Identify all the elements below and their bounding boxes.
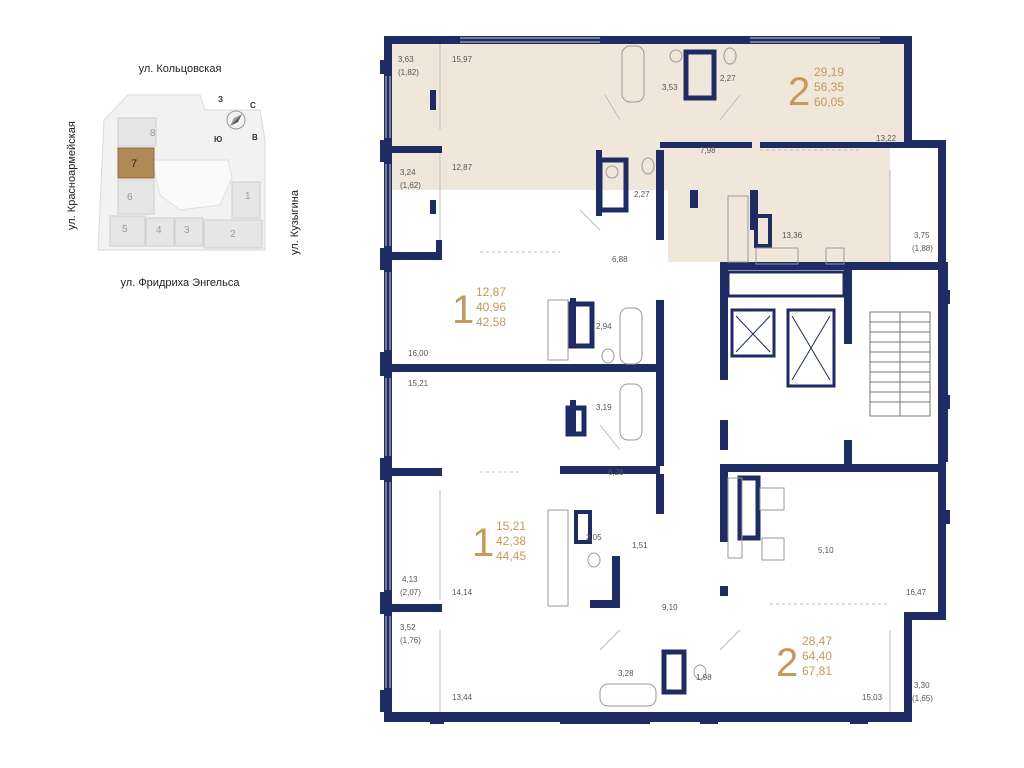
svg-text:(1,62): (1,62) xyxy=(400,181,421,190)
living-area: 15,21 xyxy=(496,519,526,533)
apartment-rooms: 2 xyxy=(776,641,798,685)
svg-text:(1,76): (1,76) xyxy=(400,636,421,645)
svg-text:3,28: 3,28 xyxy=(618,669,634,678)
svg-text:(1,82): (1,82) xyxy=(398,68,419,77)
site-block-6[interactable]: 6 xyxy=(117,179,155,215)
svg-text:3,75: 3,75 xyxy=(914,231,930,240)
svg-text:2,05: 2,05 xyxy=(586,533,602,542)
svg-text:2,94: 2,94 xyxy=(596,322,612,331)
total-area: 42,38 xyxy=(496,534,526,548)
svg-text:16,47: 16,47 xyxy=(906,588,927,597)
site-block-3[interactable]: 3 xyxy=(174,217,204,247)
svg-text:1: 1 xyxy=(245,191,251,202)
svg-text:16,00: 16,00 xyxy=(408,349,429,358)
svg-text:4: 4 xyxy=(156,225,162,236)
svg-text:5: 5 xyxy=(122,224,128,235)
svg-text:1,51: 1,51 xyxy=(632,541,648,550)
street-label-north: ул. Кольцовская xyxy=(139,63,222,75)
site-block-7-selected[interactable]: 7 xyxy=(117,147,155,179)
svg-text:3,53: 3,53 xyxy=(662,83,678,92)
walls xyxy=(380,36,950,724)
room-area-labels: 3,63 (1,82) 15,97 3,53 2,27 7,98 13,22 1… xyxy=(398,55,933,703)
apartment-rooms: 1 xyxy=(452,288,474,332)
svg-text:1,98: 1,98 xyxy=(696,673,712,682)
svg-text:6,88: 6,88 xyxy=(612,255,628,264)
svg-text:3,63: 3,63 xyxy=(398,55,414,64)
svg-text:С: С xyxy=(250,101,256,110)
svg-text:2,27: 2,27 xyxy=(634,190,650,199)
svg-text:3,24: 3,24 xyxy=(400,168,416,177)
apartment-summary-2room-bottom[interactable]: 2 28,47 64,40 67,81 xyxy=(776,634,832,685)
toilet-icon xyxy=(723,47,737,65)
site-courtyard xyxy=(151,159,233,211)
compass-icon: С Ю В З xyxy=(214,95,258,144)
svg-text:7,98: 7,98 xyxy=(700,146,716,155)
total-area: 40,96 xyxy=(476,300,506,314)
svg-text:4,13: 4,13 xyxy=(402,575,418,584)
svg-text:14,14: 14,14 xyxy=(452,588,473,597)
site-plan-minimap: ул. Кольцовская ул. Красноармейская ул. … xyxy=(66,63,301,289)
elevator-large-icon xyxy=(786,308,836,388)
svg-text:В: В xyxy=(252,133,258,142)
elevator-icon xyxy=(730,308,776,358)
total-area-with-balcony: 60,05 xyxy=(814,95,844,109)
site-block-1[interactable]: 1 xyxy=(231,181,261,219)
site-block-8[interactable]: 8 xyxy=(117,117,157,147)
apartment-rooms: 2 xyxy=(788,70,810,114)
street-label-east: ул. Кузыгина xyxy=(289,189,301,255)
living-area: 12,87 xyxy=(476,285,506,299)
windows xyxy=(385,37,880,688)
svg-text:13,22: 13,22 xyxy=(876,134,897,143)
street-label-west: ул. Красноармейская xyxy=(66,121,78,230)
svg-text:15,21: 15,21 xyxy=(408,379,429,388)
svg-text:7: 7 xyxy=(131,158,137,170)
svg-text:9,10: 9,10 xyxy=(662,603,678,612)
living-area: 28,47 xyxy=(802,634,832,648)
svg-text:2,27: 2,27 xyxy=(720,74,736,83)
svg-text:3,52: 3,52 xyxy=(400,623,416,632)
site-block-2[interactable]: 2 xyxy=(203,219,263,249)
svg-text:5,10: 5,10 xyxy=(818,546,834,555)
svg-text:(1,65): (1,65) xyxy=(912,694,933,703)
living-area: 29,19 xyxy=(814,65,844,79)
svg-text:3,30: 3,30 xyxy=(914,681,930,690)
svg-text:15,03: 15,03 xyxy=(862,693,883,702)
svg-text:3,19: 3,19 xyxy=(596,403,612,412)
svg-text:Ю: Ю xyxy=(214,135,222,144)
interior-partitions xyxy=(439,42,891,712)
total-area-with-balcony: 44,45 xyxy=(496,549,526,563)
bathtub-icon xyxy=(621,45,645,103)
svg-text:3: 3 xyxy=(184,225,190,236)
sink-icon xyxy=(669,49,683,63)
svg-text:(2,07): (2,07) xyxy=(400,588,421,597)
bathroom-fixtures xyxy=(547,45,845,707)
apartment-highlight-2room-top[interactable] xyxy=(392,42,904,262)
svg-text:6: 6 xyxy=(127,192,133,203)
svg-text:2: 2 xyxy=(230,229,236,240)
street-label-south: ул. Фридриха Энгельса xyxy=(121,277,241,289)
apartment-summary-1room-a[interactable]: 1 12,87 40,96 42,58 xyxy=(452,285,506,332)
svg-text:12,87: 12,87 xyxy=(452,163,473,172)
svg-text:13,44: 13,44 xyxy=(452,693,473,702)
total-area: 56,35 xyxy=(814,80,844,94)
total-area: 64,40 xyxy=(802,649,832,663)
svg-text:13,36: 13,36 xyxy=(782,231,803,240)
elevator-stair-core xyxy=(726,270,931,417)
site-block-5[interactable]: 5 xyxy=(109,215,146,247)
svg-text:8: 8 xyxy=(150,128,156,139)
svg-text:15,97: 15,97 xyxy=(452,55,473,64)
svg-text:6,28: 6,28 xyxy=(608,468,624,477)
apartment-rooms: 1 xyxy=(472,521,494,565)
svg-text:(1,88): (1,88) xyxy=(912,244,933,253)
stairs-icon xyxy=(869,311,931,417)
total-area-with-balcony: 42,58 xyxy=(476,315,506,329)
site-block-4[interactable]: 4 xyxy=(145,217,175,247)
svg-text:З: З xyxy=(218,95,223,104)
apartment-summary-1room-b[interactable]: 1 15,21 42,38 44,45 xyxy=(472,519,526,565)
apartment-summary-2room-top[interactable]: 2 29,19 56,35 60,05 xyxy=(788,65,844,114)
total-area-with-balcony: 67,81 xyxy=(802,664,832,678)
